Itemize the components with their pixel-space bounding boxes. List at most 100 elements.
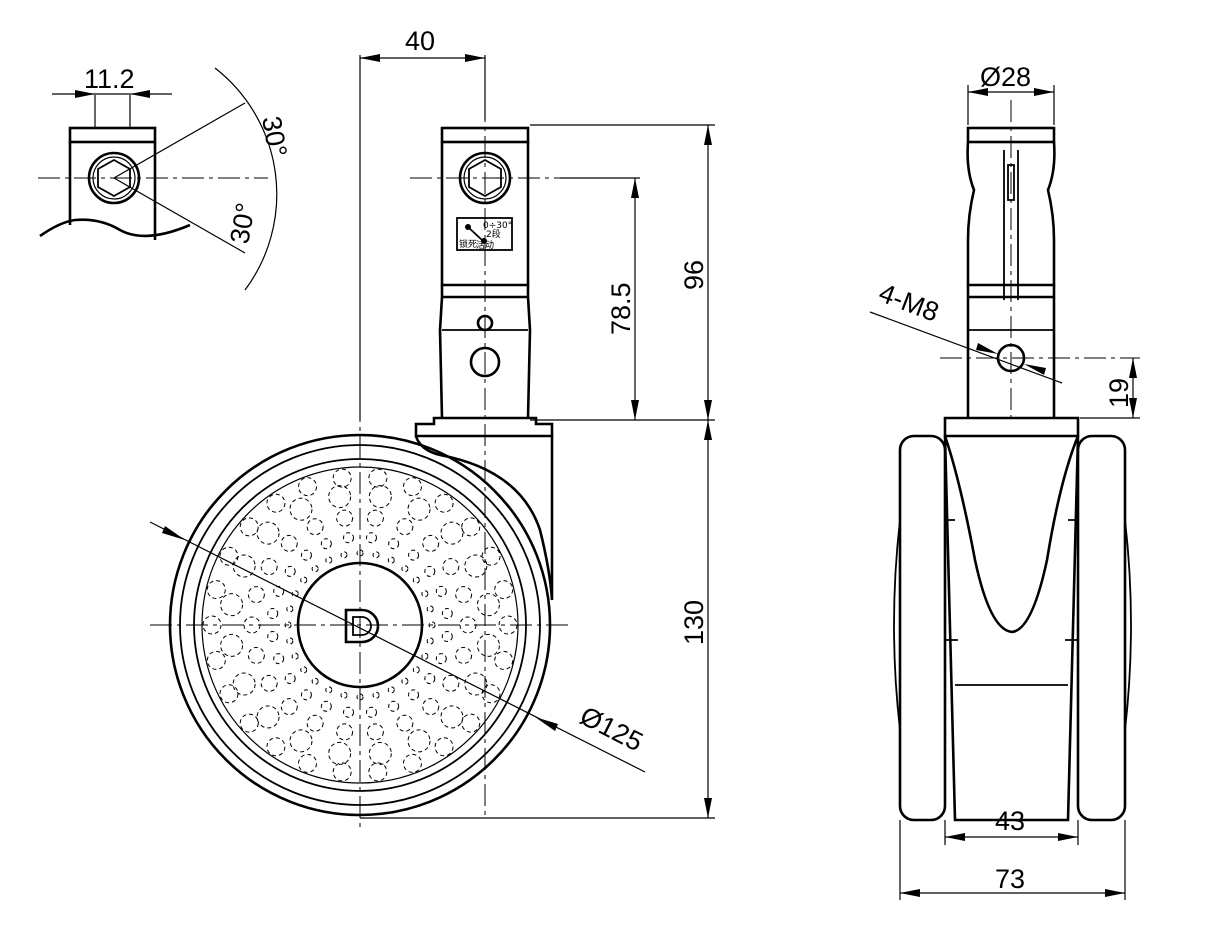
perforation-hole bbox=[442, 558, 460, 576]
perforation-hole bbox=[408, 549, 420, 561]
perforation-hole bbox=[336, 509, 354, 527]
perforation-hole bbox=[435, 585, 447, 597]
perforation-hole bbox=[434, 737, 454, 757]
perforation-hole bbox=[332, 762, 352, 782]
perforation-hole bbox=[442, 674, 460, 692]
perforation-hole bbox=[311, 677, 319, 685]
perforation-hole bbox=[206, 650, 226, 670]
perforation-hole bbox=[368, 762, 388, 782]
dim-angle-lower: 30° bbox=[224, 201, 261, 246]
perforation-hole bbox=[239, 713, 259, 733]
perforation-hole bbox=[311, 565, 319, 573]
perforation-hole bbox=[368, 485, 392, 509]
label-lock: 锁死 bbox=[459, 238, 477, 250]
perforation-hole bbox=[256, 705, 280, 729]
perforation-hole bbox=[306, 518, 324, 536]
side-view: Ø28 4-M8 19 43 73 bbox=[869, 62, 1140, 900]
perforation-hole bbox=[421, 590, 429, 598]
perforation-hole bbox=[494, 650, 514, 670]
perforation-hole bbox=[402, 753, 422, 773]
perforation-hole bbox=[408, 689, 420, 701]
detail-view: 11.2 30° 30° bbox=[38, 64, 293, 291]
perforation-hole bbox=[289, 729, 313, 753]
perforation-hole bbox=[422, 534, 440, 552]
perforation-hole bbox=[256, 521, 280, 545]
perforation-hole bbox=[366, 509, 384, 527]
perforation-hole bbox=[232, 672, 256, 696]
perforation-hole bbox=[412, 666, 420, 674]
perforation-hole bbox=[476, 633, 500, 657]
perforation-hole bbox=[461, 517, 481, 537]
perforation-hole bbox=[320, 538, 332, 550]
perforation-hole bbox=[387, 556, 395, 564]
perforation-hole bbox=[476, 593, 500, 617]
dim-43: 43 bbox=[995, 806, 1025, 836]
perforation-hole bbox=[455, 586, 473, 604]
perforation-hole bbox=[273, 585, 285, 597]
dim-angle-upper: 30° bbox=[256, 114, 293, 159]
perforation-hole bbox=[343, 706, 355, 718]
perforation-hole bbox=[332, 468, 352, 488]
perforation-hole bbox=[220, 593, 244, 617]
perforation-hole bbox=[481, 546, 501, 566]
perforation-hole bbox=[494, 580, 514, 600]
perforation-hole bbox=[426, 605, 434, 613]
perforation-hole bbox=[387, 686, 395, 694]
perforation-hole bbox=[396, 714, 414, 732]
perforation-hole bbox=[356, 693, 364, 701]
perforation-hole bbox=[401, 565, 409, 573]
detail-break-line bbox=[39, 218, 191, 238]
perforation-hole bbox=[280, 534, 298, 552]
perforation-hole bbox=[426, 637, 434, 645]
perforation-hole bbox=[219, 684, 239, 704]
dim-4-m8: 4-M8 bbox=[875, 278, 943, 328]
perforation-hole bbox=[440, 521, 464, 545]
perforation-hole bbox=[434, 493, 454, 513]
perforation-hole bbox=[300, 549, 312, 561]
perforation-hole bbox=[356, 549, 364, 557]
perforation-hole bbox=[247, 646, 265, 664]
perforation-hole bbox=[328, 485, 352, 509]
perforation-hole bbox=[239, 517, 259, 537]
perforation-hole bbox=[464, 554, 488, 578]
perforation-hole bbox=[368, 468, 388, 488]
perforation-hole bbox=[365, 706, 377, 718]
perforation-hole bbox=[289, 497, 313, 521]
perforation-hole bbox=[286, 637, 294, 645]
perforation-hole bbox=[372, 551, 380, 559]
dim-73: 73 bbox=[995, 864, 1025, 894]
perforation-hole bbox=[267, 630, 279, 642]
perforation-hole bbox=[396, 518, 414, 536]
perforation-hole bbox=[368, 741, 392, 765]
perforation-hole bbox=[260, 674, 278, 692]
brand-logo-d bbox=[344, 608, 380, 644]
dim-96: 96 bbox=[679, 260, 709, 290]
function-label-plate: 0÷30° 2段 锁死 活动 bbox=[456, 217, 513, 251]
perforation-hole bbox=[461, 713, 481, 733]
perforation-hole bbox=[206, 580, 226, 600]
perforation-hole bbox=[267, 608, 279, 620]
perforation-hole bbox=[260, 558, 278, 576]
perforation-hole bbox=[284, 673, 296, 685]
perforation-hole bbox=[300, 576, 308, 584]
perforation-hole bbox=[320, 700, 332, 712]
perforation-hole bbox=[325, 556, 333, 564]
perforation-hole bbox=[464, 672, 488, 696]
perforation-hole bbox=[407, 729, 431, 753]
dim-diameter-125: Ø125 bbox=[575, 701, 647, 758]
perforation-hole bbox=[441, 630, 453, 642]
wheel-right bbox=[1076, 434, 1127, 822]
front-view: 0÷30° 2段 锁死 活动 40 96 78.5 130 Ø125 bbox=[149, 26, 715, 830]
perforation-hole bbox=[220, 633, 244, 657]
angle-arc bbox=[214, 67, 278, 291]
perforation-hole bbox=[300, 689, 312, 701]
dim-130: 130 bbox=[679, 600, 709, 645]
dim-40: 40 bbox=[405, 26, 435, 56]
perforation-hole bbox=[232, 554, 256, 578]
perforation-hole bbox=[440, 705, 464, 729]
perforation-hole bbox=[340, 691, 348, 699]
perforation-hole bbox=[421, 652, 429, 660]
perforation-hole bbox=[291, 652, 299, 660]
